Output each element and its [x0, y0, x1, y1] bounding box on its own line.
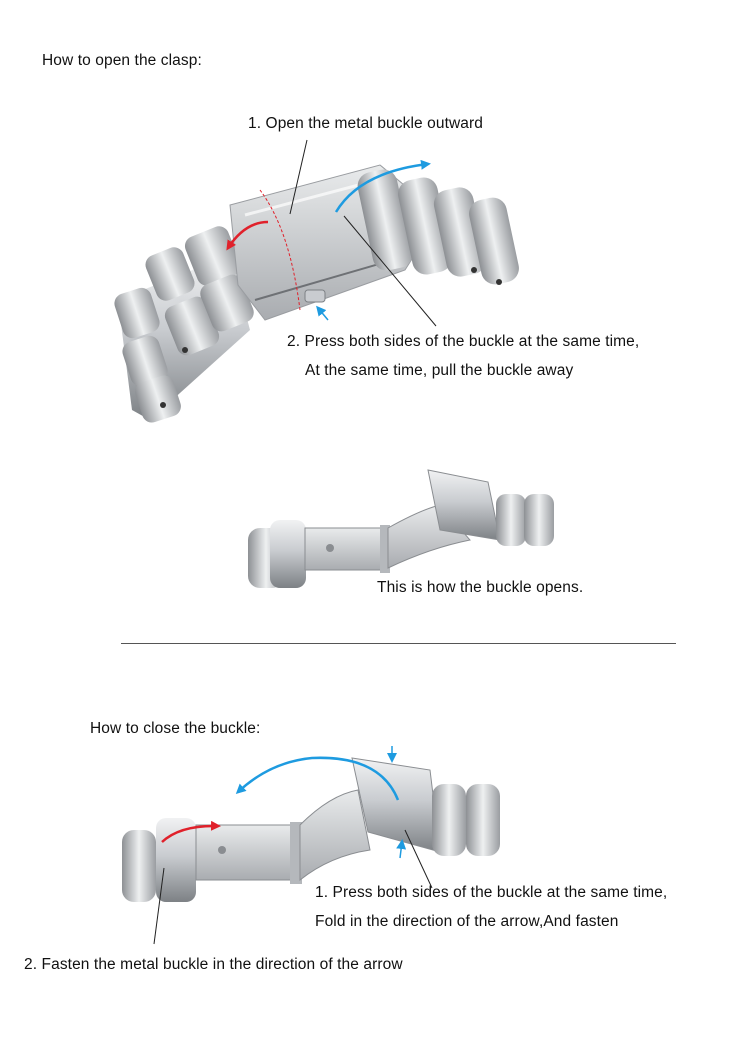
close-step1-line2: Fold in the direction of the arrow,And f…	[315, 913, 619, 930]
section-divider	[121, 643, 676, 644]
open-step1-label: 1. Open the metal buckle outward	[248, 115, 483, 132]
close-step2-label: 2. Fasten the metal buckle in the direct…	[24, 956, 403, 973]
open-section-heading: How to open the clasp:	[42, 52, 202, 69]
open-buckle-image	[248, 469, 554, 588]
closed-bracelet-image	[114, 139, 519, 423]
open-caption: This is how the buckle opens.	[377, 579, 584, 596]
close-step1-line1: 1. Press both sides of the buckle at the…	[315, 884, 668, 901]
close-buckle-image	[122, 746, 500, 945]
open-step2-line1: 2. Press both sides of the buckle at the…	[287, 333, 640, 350]
open-step2-line2: At the same time, pull the buckle away	[305, 362, 574, 379]
close-section-heading: How to close the buckle:	[90, 720, 261, 737]
